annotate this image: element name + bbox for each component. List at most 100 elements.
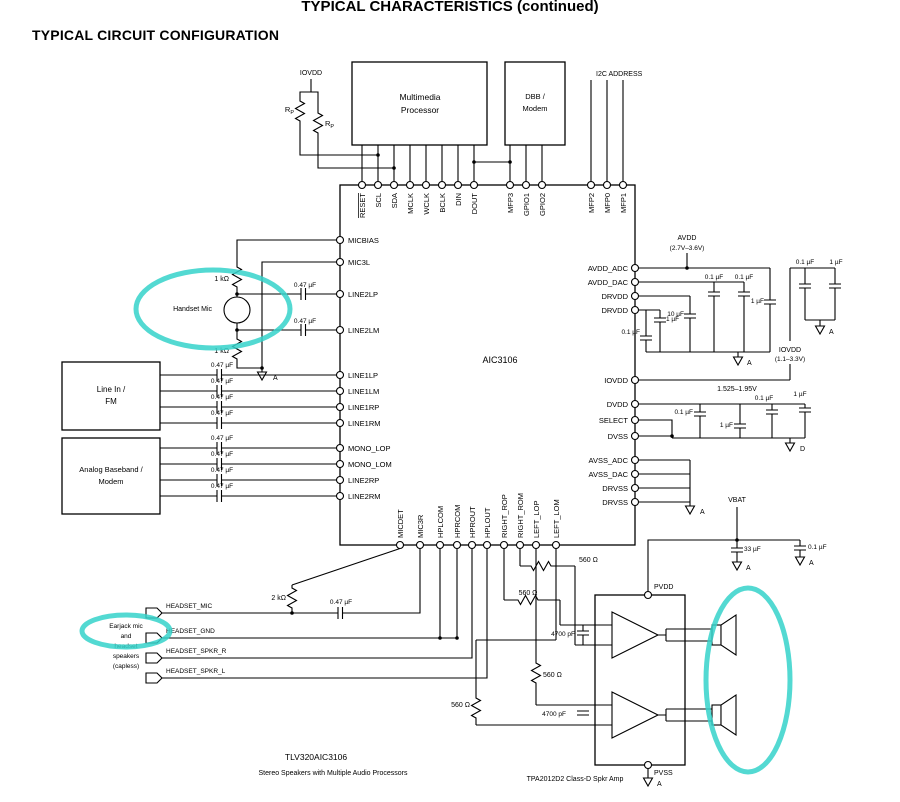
pin-label-top: MFP0 xyxy=(603,193,612,213)
aic3106-chip xyxy=(339,184,636,546)
baseband-label-2: Modem xyxy=(98,477,123,486)
pin-label-right: SELECT xyxy=(599,416,629,425)
pin-bottom xyxy=(551,540,561,550)
multimedia-label-1: Multimedia xyxy=(399,92,440,102)
pvdd-label: PVDD xyxy=(654,584,673,591)
pin-label-top: MFP2 xyxy=(587,193,596,213)
avdd-supply-network: AVDD (2.7V–3.6V) A 0.1 µF 0.1 µF 1 µF 10… xyxy=(621,235,777,367)
pin-label-bottom: LEFT_LOM xyxy=(552,499,561,538)
cap-01-label: 0.1 µF xyxy=(621,329,640,336)
pin-left xyxy=(335,443,345,453)
pin-left xyxy=(335,418,345,428)
pin-label-top: RESET xyxy=(358,193,367,218)
cap-1-label: 1 µF xyxy=(829,259,842,266)
cap-047-label: 0.47 µF xyxy=(211,451,233,458)
page-top-title: TYPICAL CHARACTERISTICS (continued) xyxy=(301,0,598,15)
speaker-2 xyxy=(711,704,722,726)
r1k-bottom-label: 1 kΩ xyxy=(214,348,229,355)
avdd-range: (2.7V–3.6V) xyxy=(670,245,705,252)
cap-047-label: 0.47 µF xyxy=(211,394,233,401)
pin-top xyxy=(469,180,479,190)
avss-ground-network: A xyxy=(638,459,705,516)
cap-10-label: 10 µF xyxy=(667,311,684,318)
class-d-amp-box xyxy=(594,594,686,766)
pin-right xyxy=(630,263,640,273)
pin-label-left: LINE2LM xyxy=(348,326,379,335)
earjack-note-5: (capless) xyxy=(113,663,139,670)
pin-top xyxy=(586,180,596,190)
cap-01-label: 0.1 µF xyxy=(808,544,827,551)
headset-gnd-label: HEADSET_GND xyxy=(166,628,215,635)
footer-part-number: TLV320AIC3106 xyxy=(285,752,347,762)
pin-label-bottom: MICDET xyxy=(396,509,405,538)
pin-label-top: MFP3 xyxy=(506,193,515,213)
pin-label-right: DRVSS xyxy=(602,498,628,507)
r1k-top-label: 1 kΩ xyxy=(214,276,229,283)
pin-label-left: LINE2RM xyxy=(348,492,381,501)
cap-047-label: 0.47 µF xyxy=(330,599,352,606)
cap-047-label: 0.47 µF xyxy=(211,483,233,490)
pin-right xyxy=(630,469,640,479)
r560-label: 560 Ω xyxy=(519,590,538,597)
iovdd-supply-network: A 0.1 µF 1 µF IOVDD (1.1–3.3V) xyxy=(638,259,843,381)
cap-4700-label: 4700 pF xyxy=(542,711,566,718)
pin-label-bottom: HPLCOM xyxy=(436,506,445,538)
pin-right xyxy=(630,375,640,385)
cap-1-label: 1 µF xyxy=(720,422,733,429)
pin-right xyxy=(630,455,640,465)
cap-1-label: 1 µF xyxy=(751,298,764,305)
highlight-earjack-note xyxy=(79,612,173,650)
amp-caption: TPA2012D2 Class-D Spkr Amp xyxy=(527,776,624,783)
headset-spkr-l-connector xyxy=(145,672,163,684)
pin-label-top: GPIO2 xyxy=(538,193,547,216)
pin-bottom xyxy=(452,540,462,550)
pullup-r1-label: RP xyxy=(285,105,294,116)
pin-top xyxy=(618,180,628,190)
pin-label-left: MIC3L xyxy=(348,258,370,267)
pin-left xyxy=(335,459,345,469)
pin-label-left: MONO_LOM xyxy=(348,460,392,469)
pin-label-left: LINE2RP xyxy=(348,476,379,485)
speaker-2-horn xyxy=(720,693,737,737)
cap-1-label: 1 µF xyxy=(666,316,679,323)
amp-triangle-2 xyxy=(611,691,660,739)
cap-047-label: 0.47 µF xyxy=(294,318,316,325)
pin-label-top: SCL xyxy=(374,193,383,208)
pin-label-bottom: LEFT_LOP xyxy=(532,500,541,538)
multimedia-processor-box xyxy=(351,61,488,146)
pin-right xyxy=(630,305,640,315)
iovdd-top-label: IOVDD xyxy=(300,70,322,77)
line-in-fm-box xyxy=(61,361,161,431)
pin-top xyxy=(505,180,515,190)
cap-047-label: 0.47 µF xyxy=(211,410,233,417)
pin-bottom xyxy=(467,540,477,550)
pin-right xyxy=(630,483,640,493)
pin-label-left: LINE1RP xyxy=(348,403,379,412)
pin-left xyxy=(335,491,345,501)
pin-label-top: BCLK xyxy=(438,193,447,213)
pin-label-bottom: RIGHT_ROP xyxy=(500,494,509,538)
pin-label-bottom: HPRCOM xyxy=(453,505,462,538)
gnd-d: D xyxy=(800,446,805,453)
pin-top xyxy=(521,180,531,190)
pin-label-right: DRVDD xyxy=(601,292,628,301)
cap-33-label: 33 µF xyxy=(744,546,761,553)
dbb-label-1: DBB / xyxy=(525,92,546,101)
dvdd-supply-network: D 1.525–1.95V 0.1 µF 1 µF 0.1 µF 1 µF xyxy=(638,386,812,453)
gnd-a: A xyxy=(747,360,752,367)
pin-bottom xyxy=(515,540,525,550)
speaker-amp-network: VBAT A A A 0.1 µF 33 µF 4700 pF 4700 pF … xyxy=(451,497,826,788)
pin-label-left: LINE1LP xyxy=(348,371,378,380)
analog-baseband-box xyxy=(61,437,161,515)
pin-label-left: MONO_LOP xyxy=(348,444,391,453)
pin-top xyxy=(602,180,612,190)
pin-right xyxy=(630,291,640,301)
highlight-speakers xyxy=(703,585,793,775)
pin-bottom xyxy=(435,540,445,550)
gnd-a: A xyxy=(829,329,834,336)
cap-047-label: 0.47 µF xyxy=(211,435,233,442)
cap-01-label: 0.1 µF xyxy=(705,274,724,281)
pin-label-left: LINE1LM xyxy=(348,387,379,396)
